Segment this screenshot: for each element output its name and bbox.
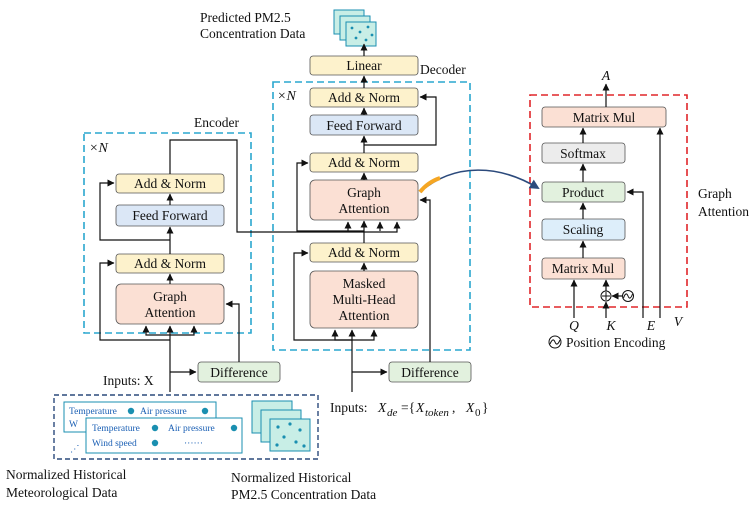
graph-attention-output-symbol: A bbox=[601, 68, 611, 83]
ga-input-v: V bbox=[674, 314, 684, 329]
meteo-stack-dots: ⋰ bbox=[70, 445, 80, 455]
output-pm-map-icon bbox=[333, 9, 377, 47]
svg-text:0: 0 bbox=[475, 407, 481, 419]
pm-caption-line2: PM2.5 Concentration Data bbox=[231, 487, 376, 502]
encoder-graph-attention-line1: Graph bbox=[153, 289, 187, 304]
ga-matrix-mul-bottom-label: Matrix Mul bbox=[552, 261, 615, 276]
decoder-add-norm-mid-label: Add & Norm bbox=[328, 155, 400, 170]
decoder-masked-line2: Multi-Head bbox=[333, 292, 396, 307]
meteo-back-temperature: Temperature bbox=[69, 407, 117, 417]
decoder-inputs-formula: X de ={ X token , X 0 } bbox=[377, 400, 488, 419]
svg-text:,: , bbox=[452, 400, 455, 415]
encoder-add-norm-top-label: Add & Norm bbox=[134, 176, 206, 191]
decoder-block bbox=[272, 81, 471, 351]
decoder-masked-line1: Masked bbox=[343, 276, 386, 291]
svg-text:={: ={ bbox=[401, 400, 415, 415]
zoom-connector-highlight bbox=[418, 176, 441, 194]
ga-matrix-mul-top-box bbox=[541, 106, 667, 128]
decoder-repeat: ×N bbox=[277, 89, 296, 104]
decoder-graph-attention-line1: Graph bbox=[347, 185, 381, 200]
ga-input-q: Q bbox=[569, 318, 579, 333]
graph-attention-detail-block bbox=[529, 94, 688, 308]
encoder-block bbox=[83, 132, 252, 334]
ga-product-label: Product bbox=[562, 185, 604, 200]
decoder-linear-label: Linear bbox=[346, 58, 382, 73]
graph-attention-title-line1: Graph bbox=[698, 186, 732, 201]
pm-map-cards-icon bbox=[251, 400, 311, 452]
encoder-inputs-label: Inputs: X bbox=[103, 373, 154, 388]
encoder-add-norm-bottom-label: Add & Norm bbox=[134, 256, 206, 271]
meteo-caption-line1: Normalized Historical bbox=[6, 467, 127, 482]
decoder-inputs-prefix: Inputs: bbox=[330, 400, 368, 415]
encoder-feed-forward-label: Feed Forward bbox=[132, 208, 208, 223]
ga-scaling-label: Scaling bbox=[563, 222, 604, 237]
svg-text:token: token bbox=[425, 407, 449, 419]
ga-input-k: K bbox=[605, 318, 616, 333]
pm-caption-line1: Normalized Historical bbox=[231, 470, 352, 485]
decoder-add-norm-top-label: Add & Norm bbox=[328, 90, 400, 105]
decoder-masked-line3: Attention bbox=[339, 308, 390, 323]
meteo-back-air-pressure: Air pressure bbox=[140, 407, 187, 417]
ga-matrix-mul-top-label: Matrix Mul bbox=[573, 110, 636, 125]
svg-text:X: X bbox=[415, 400, 425, 415]
output-label-line2: Concentration Data bbox=[200, 26, 305, 41]
decoder-feed-forward-label: Feed Forward bbox=[326, 118, 402, 133]
encoder-graph-attention-line2: Attention bbox=[145, 305, 196, 320]
encoder-title: Encoder bbox=[194, 115, 239, 130]
meteo-caption-line2: Meteorological Data bbox=[6, 485, 117, 500]
svg-text:X: X bbox=[465, 400, 475, 415]
output-label-line1: Predicted PM2.5 bbox=[200, 10, 291, 25]
decoder-difference-label: Difference bbox=[401, 365, 458, 380]
encoder-arrows bbox=[99, 139, 401, 392]
ga-input-e: E bbox=[646, 318, 656, 333]
encoder-difference-label: Difference bbox=[210, 365, 267, 380]
input-data-block bbox=[53, 394, 319, 460]
meteo-front-wind-speed: Wind speed bbox=[92, 439, 137, 449]
ga-arrows bbox=[570, 83, 664, 318]
decoder-add-norm-bottom-label: Add & Norm bbox=[328, 245, 400, 260]
decoder-title: Decoder bbox=[420, 62, 466, 77]
zoom-connector-arrow bbox=[419, 169, 540, 193]
graph-attention-title-line2: Attention bbox=[698, 204, 749, 219]
meteo-card-front: Temperature Air pressure Wind speed ····… bbox=[85, 417, 243, 454]
svg-text:}: } bbox=[482, 400, 488, 415]
ga-add-node-icon bbox=[600, 290, 612, 302]
position-encoding-legend-label: Position Encoding bbox=[566, 335, 666, 350]
svg-text:de: de bbox=[387, 407, 398, 419]
meteo-back-wind: W bbox=[69, 420, 78, 430]
meteo-front-ellipsis: ······ bbox=[184, 439, 203, 449]
ga-position-encoding-icon bbox=[622, 290, 634, 302]
position-encoding-legend-icon bbox=[548, 335, 562, 349]
decoder-arrows bbox=[293, 43, 437, 392]
meteo-front-air-pressure: Air pressure bbox=[168, 424, 215, 434]
meteo-front-temperature: Temperature bbox=[92, 424, 140, 434]
encoder-repeat: ×N bbox=[89, 141, 108, 156]
ga-softmax-label: Softmax bbox=[560, 146, 606, 161]
decoder-graph-attention-line2: Attention bbox=[339, 201, 390, 216]
svg-text:X: X bbox=[377, 400, 387, 415]
